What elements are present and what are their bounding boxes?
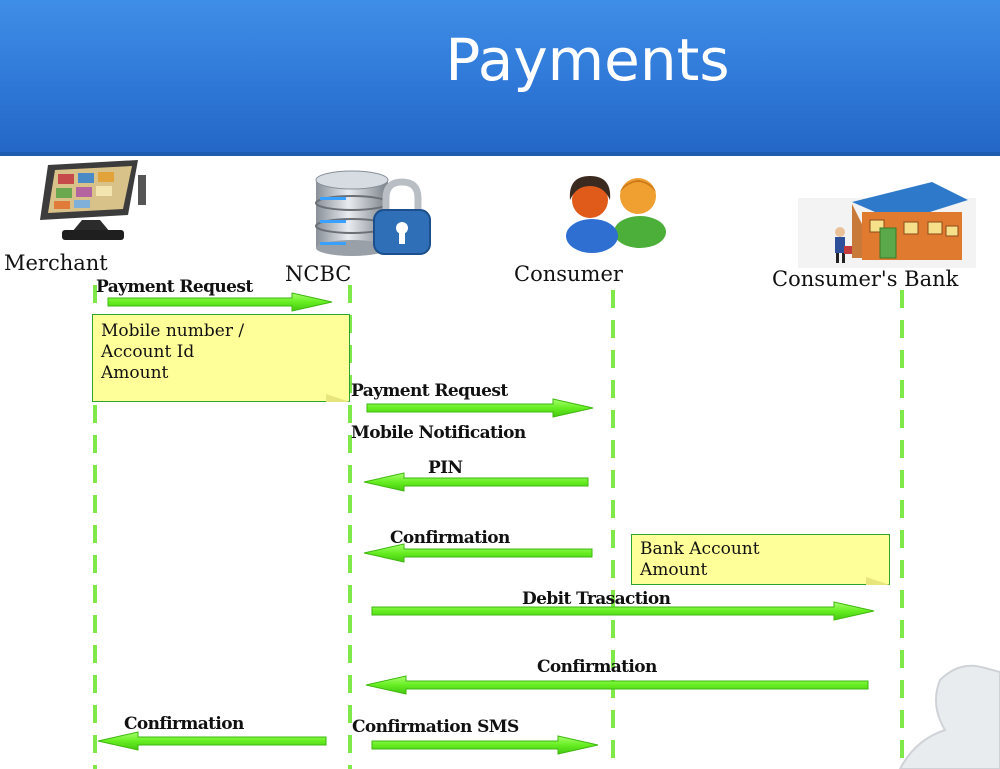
participant-label-merchant: Merchant [4, 251, 108, 275]
note-bank-details: Bank Account Amount [631, 534, 890, 585]
arrow-debit-transaction [371, 601, 875, 621]
note-merchant-details: Mobile number / Account Id Amount [92, 314, 350, 402]
message-label-debit-transaction: Debit Trasaction [522, 589, 671, 609]
users-icon [566, 176, 666, 253]
note-fold [326, 394, 350, 402]
note-line: Bank Account [640, 539, 760, 559]
header-banner: Payments [0, 0, 1000, 156]
message-label-pin: PIN [428, 458, 463, 478]
participant-label-ncbc: NCBC [285, 262, 352, 286]
arrow-payment-request-2 [366, 398, 594, 418]
note-line: Account Id [101, 342, 195, 362]
message-arrows [97, 292, 875, 755]
pos-terminal-icon [40, 160, 146, 240]
arrow-pin [363, 472, 589, 492]
note-line: Amount [640, 560, 708, 580]
message-label-confirmation-bank: Confirmation [537, 657, 657, 677]
arrow-confirmation-consumer [363, 543, 593, 563]
arrow-confirmation-merchant [97, 731, 327, 751]
arrow-confirmation-bank [365, 675, 869, 695]
note-line: Amount [101, 363, 169, 383]
note-line: Mobile number / [101, 321, 245, 341]
database-lock-icon [315, 170, 431, 256]
page-title: Payments [445, 26, 730, 94]
message-label-confirmation-merchant: Confirmation [124, 714, 244, 734]
bank-house-icon [798, 182, 976, 268]
arrow-confirmation-sms [371, 735, 599, 755]
note-fold [866, 577, 890, 585]
arrow-payment-request-1 [107, 292, 333, 312]
message-label-confirmation-consumer: Confirmation [390, 528, 510, 548]
participant-label-consumer: Consumer [514, 262, 623, 286]
puzzle-piece-icon [898, 664, 1000, 769]
message-label-payment-request-2: Payment Request [351, 381, 508, 401]
participant-label-consumers-bank: Consumer's Bank [772, 267, 959, 291]
message-label-confirmation-sms: Confirmation SMS [352, 717, 519, 737]
message-label-mobile-notification: Mobile Notification [351, 423, 526, 443]
message-label-payment-request-1: Payment Request [96, 277, 253, 297]
